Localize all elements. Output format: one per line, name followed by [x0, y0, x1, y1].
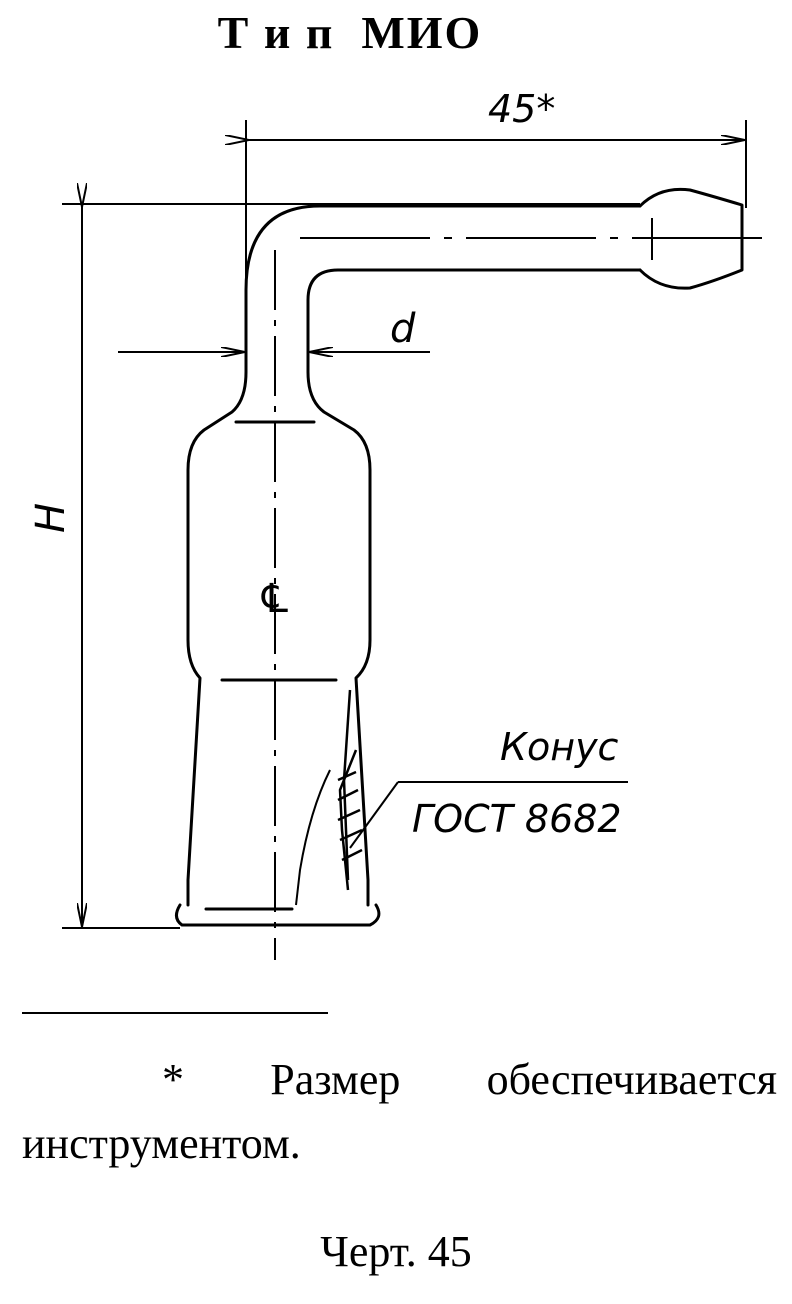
diameter-label: d	[390, 306, 416, 352]
gost-label: ГОСТ 8682	[412, 797, 622, 841]
figure-title: Т и п МИО	[217, 7, 483, 58]
cone-label: Конус	[500, 725, 619, 769]
dimension-lines	[62, 120, 747, 929]
centre-lines	[274, 218, 770, 960]
footnote: * Размер обеспечивается инструментом.	[22, 1048, 777, 1176]
cone-joint	[295, 689, 363, 906]
footnote-text: * Размер обеспечивается инструментом.	[22, 1055, 777, 1168]
figure-caption: Черт. 45	[320, 1227, 472, 1276]
technical-drawing: 45* d H ℄ Конус ГОСТ 8682	[28, 87, 770, 960]
outer-wall-right	[306, 268, 642, 907]
height-label: H	[28, 503, 74, 533]
width-dimension-label: 45*	[488, 87, 555, 131]
outer-wall-left	[186, 204, 642, 907]
centre-line-symbol: ℄	[261, 576, 288, 622]
footnote-divider	[22, 1012, 328, 1014]
